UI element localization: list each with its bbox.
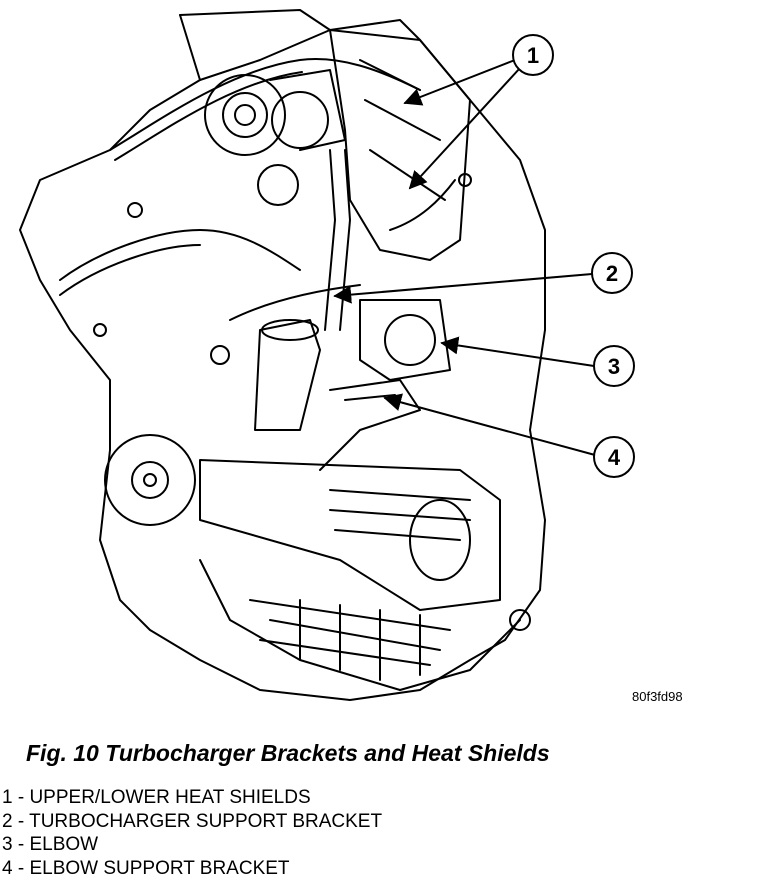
heat-shield-lower: [199, 459, 501, 611]
engine-block: [19, 9, 546, 701]
turbocharger-support-bracket: [254, 319, 321, 431]
figure-caption: Fig. 10 Turbocharger Brackets and Heat S…: [26, 740, 550, 766]
callout-2-label: 2: [606, 261, 618, 286]
callout-3: 3: [440, 336, 635, 387]
oil-pan: [199, 559, 521, 691]
elbow: [359, 299, 451, 381]
legend-item: 2 - TURBOCHARGER SUPPORT BRACKET: [2, 810, 383, 832]
elbow-support-bracket: [319, 379, 421, 471]
callout-4: 4: [383, 393, 635, 478]
image-code: 80f3fd98: [632, 689, 683, 704]
callout-1-label: 1: [527, 43, 539, 68]
engine-diagram: 1 2 3 4: [19, 9, 635, 701]
legend-item: 4 - ELBOW SUPPORT BRACKET: [2, 857, 290, 879]
callout-2: 2: [333, 252, 633, 304]
callout-1: 1: [403, 34, 554, 190]
legend-item: 1 - UPPER/LOWER HEAT SHIELDS: [2, 787, 311, 808]
heat-shield-upper: [329, 19, 471, 261]
legend-item: 3 - ELBOW: [2, 834, 99, 855]
callout-3-label: 3: [608, 354, 620, 379]
pipes: [59, 58, 421, 331]
turbocharger: [204, 69, 346, 206]
bolts: [93, 173, 531, 631]
crank-pulley: [104, 434, 196, 526]
legend: 1 - UPPER/LOWER HEAT SHIELDS 2 - TURBOCH…: [2, 786, 382, 880]
callout-4-label: 4: [608, 445, 621, 470]
